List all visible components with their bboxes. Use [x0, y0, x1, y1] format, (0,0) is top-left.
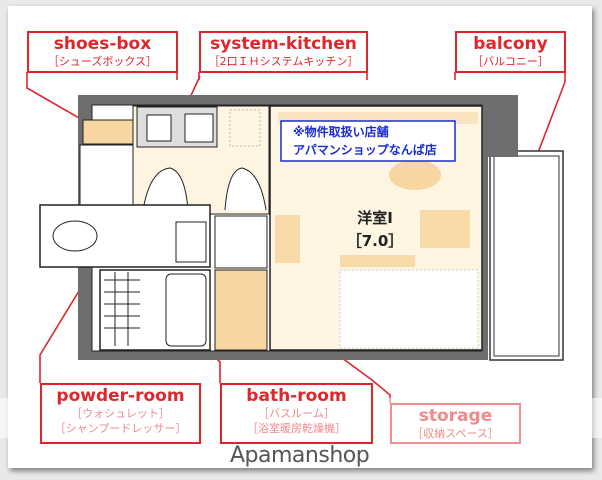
label-storage: storage ［収納スペース］ [390, 403, 521, 444]
label-title: balcony [473, 34, 548, 54]
label-sub: ［シャンプードレッサー］ [54, 422, 187, 435]
label-title: shoes-box [53, 34, 152, 54]
label-shoes-box: shoes-box ［シューズボックス］ [27, 31, 178, 73]
label-balcony: balcony ［バルコニー］ [455, 31, 566, 73]
kitchen-sink [184, 113, 214, 143]
room-size: ［7.0］ [347, 232, 404, 250]
wash-basin [175, 221, 207, 263]
label-sub: ［ウォシュレット］ [71, 407, 170, 420]
notice-line2: アパマンショップなんば店 [293, 142, 437, 157]
label-sub: ［収納スペース］ [412, 427, 499, 440]
storage-area [214, 269, 268, 351]
label-sub: ［バルコニー］ [472, 55, 549, 68]
label-title: system-kitchen [210, 34, 357, 54]
label-sub: ［バスルーム］ [258, 407, 335, 420]
label-sub: ［シューズボックス］ [47, 55, 158, 68]
ih-stove [146, 114, 172, 142]
label-sub: ［浴室暖房乾燥機］ [247, 422, 346, 435]
notice-line1: ※物件取扱い店舗 [293, 124, 389, 139]
notice-box [280, 120, 456, 162]
label-powder-room: powder-room ［ウォシュレット］ ［シャンプードレッサー］ [40, 383, 201, 444]
label-sub: ［2口ＩＨシステムキッチン］ [208, 55, 359, 68]
bathtub [165, 273, 207, 347]
label-system-kitchen: system-kitchen ［2口ＩＨシステムキッチン］ [199, 31, 368, 73]
shoes-box-area [82, 119, 134, 145]
label-bath-room: bath-room ［バスルーム］ ［浴室暖房乾燥機］ [220, 383, 373, 444]
label-title: storage [418, 406, 493, 426]
leader-shoes-box [26, 72, 101, 131]
bed-furniture [339, 269, 479, 349]
watermark: Apamanshop [230, 443, 370, 468]
doors [142, 167, 267, 211]
toilet [52, 220, 98, 252]
label-title: powder-room [56, 386, 185, 406]
room-name: 洋室Ⅰ [357, 209, 393, 227]
label-title: bath-room [246, 386, 347, 406]
balcony-area [489, 150, 564, 361]
table-furniture [389, 160, 441, 190]
